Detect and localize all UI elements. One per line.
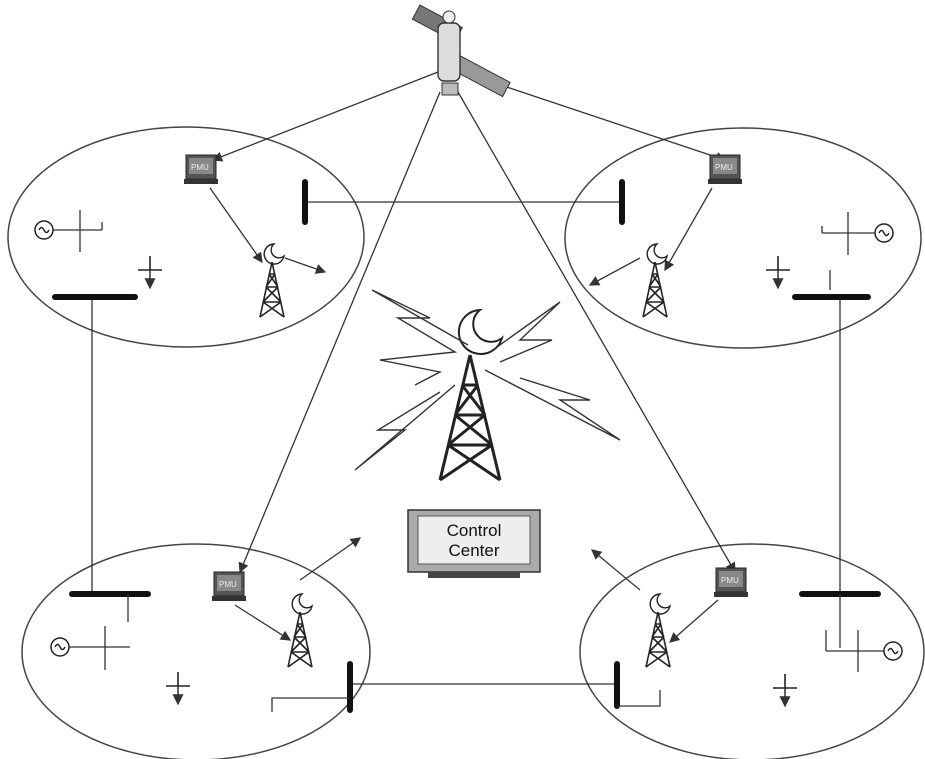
region-top-left [7,126,365,348]
control-center-label-2: Center [448,541,499,560]
load-icon [766,256,790,288]
control-center-monitor[interactable]: Control Center [407,509,541,578]
pmu-label: PMU [721,576,739,585]
load-icon [138,256,162,288]
region-bottom-left [21,543,371,759]
tower-icon [259,243,285,318]
tower-icon [287,593,313,668]
region-top-right [564,127,922,349]
pmu-label: PMU [219,580,237,589]
transmission-lines [91,201,841,685]
pmu-icon: PMU [183,154,219,185]
region-bottom-right [579,543,925,759]
pmu-icon: PMU [211,571,247,602]
control-center-label-1: Control [447,521,502,540]
satellite-icon [411,4,511,98]
generator-icon [874,223,894,243]
central-tower-icon [354,289,621,482]
satellite-links [211,71,736,574]
tower-icon [642,243,668,318]
pmu-label: PMU [191,163,209,172]
load-icon [166,672,190,704]
generator-icon [883,641,903,661]
pmu-label: PMU [715,163,733,172]
load-icon [773,674,797,706]
tower-icon [645,593,671,668]
pmu-icon: PMU [713,567,749,598]
pmu-icon: PMU [707,154,743,185]
generator-icon [50,637,70,657]
generator-icon [34,220,54,240]
